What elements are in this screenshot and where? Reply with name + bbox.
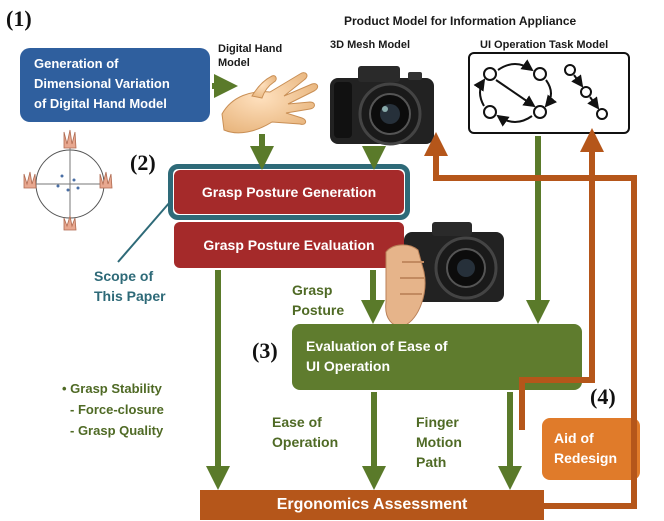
generation-box: Generation of Dimensional Variation of D… [20,48,210,122]
grasp-posture-label-line1: Grasp [292,282,333,298]
digital-hand-label-line2: Model [218,57,250,69]
ease-of-operation-line1: Ease of [272,414,322,430]
aid-of-redesign-box: Aid of Redesign [542,418,640,480]
aid-of-redesign-line1: Aid of [554,430,594,446]
scope-highlight [168,164,410,220]
ergonomics-assessment-bar: Ergonomics Assessment [200,490,544,520]
section-number-3: (3) [252,338,278,363]
hand-variation-image [23,129,113,231]
generation-box-line2: Dimensional Variation [34,76,170,91]
grasp-camera-image [385,222,504,327]
section-number-4: (4) [590,384,616,409]
digital-hand-label: Digital Hand Model [218,42,282,70]
grasp-quality-item: - Grasp Quality [70,423,164,438]
grasp-stability-item: • Grasp Stability [62,381,162,396]
finger-motion-line2: Motion [416,434,462,450]
digital-hand-image [221,72,319,134]
grasp-posture-label: Grasp Posture [292,280,344,320]
generation-box-line1: Generation of [34,56,119,71]
aid-of-redesign-line2: Redesign [554,450,618,466]
force-closure-item: - Force-closure [70,402,164,417]
state-transition-graph-icon [473,59,608,127]
task-model-label: UI Operation Task Model [480,39,609,51]
ease-of-operation-line2: Operation [272,434,339,450]
finger-motion-line3: Path [416,454,447,470]
grasp-posture-label-line2: Posture [292,302,345,318]
section-number-1: (1) [6,6,32,31]
grasp-evaluation-box: Grasp Posture Evaluation [174,222,404,268]
finger-motion-path-label: Finger Motion Path [416,412,462,472]
product-model-title: Product Model for Information Appliance [344,14,577,28]
grasp-generation-box: Grasp Posture Generation [174,170,404,214]
scope-label-line1: Scope of [94,268,154,284]
ease-evaluation-line2: UI Operation [306,358,391,374]
grasp-stability-list: • Grasp Stability - Force-closure - Gras… [62,378,164,441]
ease-evaluation-line1: Evaluation of Ease of [306,338,448,354]
finger-motion-line1: Finger [416,414,459,430]
scope-label: Scope of This Paper [94,266,166,306]
mesh-model-label: 3D Mesh Model [330,39,411,51]
generation-box-line3: of Digital Hand Model [34,96,167,111]
ease-of-operation-label: Ease of Operation [272,412,338,452]
scope-label-line2: This Paper [94,288,166,304]
section-number-2: (2) [130,150,156,175]
digital-hand-label-line1: Digital Hand [218,43,283,55]
camera-mesh-image [330,66,434,146]
task-model-box [468,52,630,134]
